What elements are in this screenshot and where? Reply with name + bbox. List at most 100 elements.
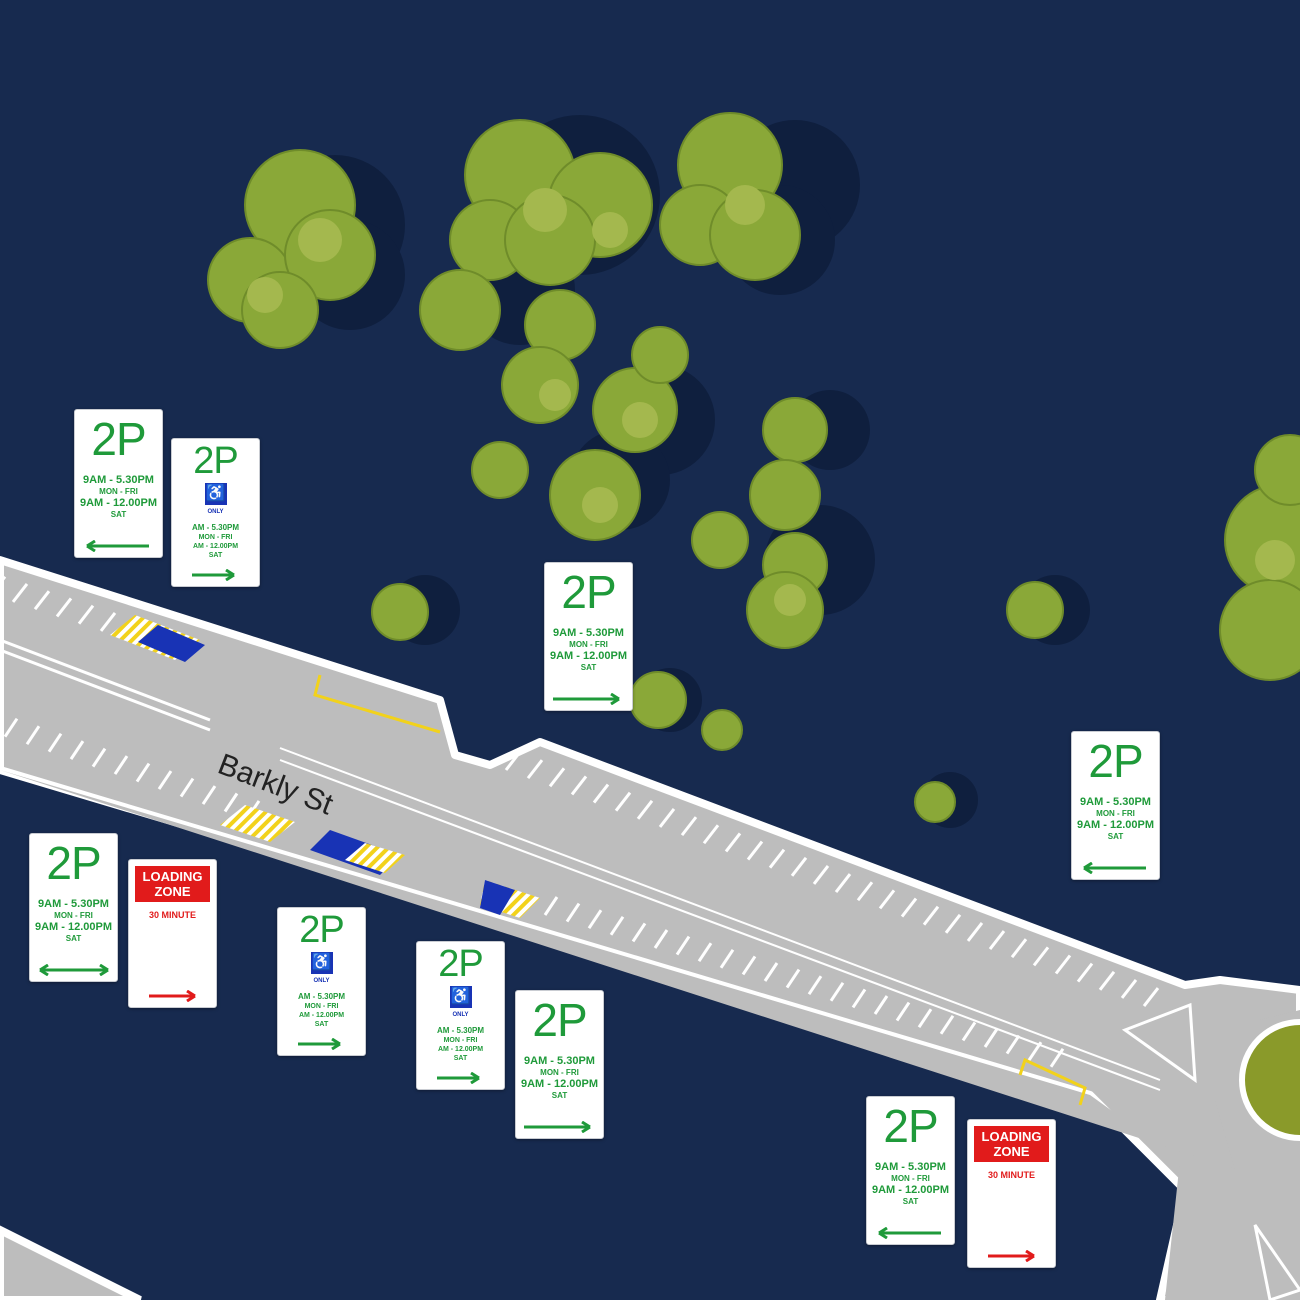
sign-days-saturday: SAT — [208, 552, 223, 559]
parking-bay-line — [69, 740, 85, 760]
arrow-right-icon — [524, 1121, 591, 1133]
sign-2p-text: 2P — [561, 566, 616, 618]
parking-sign-2p: 2P 9AM - 5.30PM MON - FRI 9AM - 12.00PM … — [29, 833, 118, 982]
parking-sign-2p: 2P 9AM - 5.30PM MON - FRI 9AM - 12.00PM … — [866, 1096, 955, 1245]
sign-days-saturday: SAT — [551, 1091, 568, 1100]
parking-bay-line — [961, 1021, 977, 1042]
parking-bay-line — [966, 922, 984, 942]
sign-time-weekday: 9AM - 5.30PM — [553, 627, 624, 639]
parking-bay-line — [99, 612, 117, 632]
parking-bay-line — [719, 948, 735, 969]
loading-zone-line2: ZONE — [154, 884, 191, 899]
arrow-right-icon — [192, 569, 235, 581]
loading-zone-line1: LOADING — [981, 1129, 1042, 1144]
parking-bay-line — [609, 915, 625, 936]
parking-sign-2p: 2P 9AM - 5.30PM MON - FRI 9AM - 12.00PM … — [515, 990, 604, 1139]
parking-bay-line — [878, 889, 896, 910]
parking-bay-line — [680, 816, 698, 837]
parking-bay-line — [543, 896, 559, 916]
parking-bay-line — [592, 783, 610, 804]
sign-time-saturday: AM - 12.00PM — [192, 543, 239, 550]
parking-bay-line — [658, 808, 676, 828]
parking-bay-line — [526, 759, 544, 780]
sign-days-saturday: SAT — [453, 1055, 468, 1062]
parking-bay-line — [0, 575, 7, 586]
parking-bay-line — [3, 717, 19, 738]
parking-bay-line — [179, 777, 195, 798]
disabled-parking-sign: 2P ♿ ONLY AM - 5.30PM MON - FRI AM - 12.… — [416, 941, 505, 1090]
parking-bay-line — [1027, 1041, 1043, 1062]
sign-days-saturday: SAT — [65, 934, 82, 943]
parking-bay-line — [697, 942, 713, 963]
arrow-left-icon — [878, 1227, 941, 1239]
parking-bay-line — [201, 785, 217, 805]
sign-days-weekday: MON - FRI — [540, 1068, 579, 1077]
barkly-st-road — [0, 556, 1300, 1300]
parking-bay-line — [790, 856, 808, 877]
parking-bay-line — [939, 1014, 955, 1035]
arrow-right-icon — [553, 693, 620, 705]
parking-bay-line — [763, 962, 779, 982]
loading-zone-duration: 30 MINUTE — [987, 1170, 1035, 1180]
parking-sign-2p: 2P 9AM - 5.30PM MON - FRI 9AM - 12.00PM … — [544, 562, 633, 711]
sign-time-weekday: 9AM - 5.30PM — [875, 1161, 946, 1173]
wheelchair-icon: ♿ — [204, 483, 227, 505]
parking-bay-line — [653, 929, 669, 949]
sign-2p-text: 2P — [91, 413, 146, 465]
parking-bay-line — [812, 865, 830, 885]
arrow-left-icon — [1083, 862, 1146, 874]
disabled-parking-sign: 2P ♿ ONLY AM - 5.30PM MON - FRI AM - 12.… — [277, 907, 366, 1056]
parking-bay-line — [829, 981, 845, 1002]
parking-bay-line — [1054, 954, 1072, 975]
sign-2p-text: 2P — [46, 837, 101, 889]
parking-bay-line — [917, 1008, 933, 1029]
sign-days-weekday: MON - FRI — [1096, 809, 1135, 818]
sign-days-saturday: SAT — [902, 1197, 919, 1206]
parking-bay-line — [113, 755, 129, 775]
sign-2p-text: 2P — [299, 909, 344, 951]
parking-bay-line — [983, 1028, 999, 1048]
sign-time-weekday: 9AM - 5.30PM — [524, 1055, 595, 1067]
sign-days-weekday: MON - FRI — [198, 534, 233, 541]
sign-2p-text: 2P — [883, 1100, 938, 1152]
disabled-parking-sign: 2P ♿ ONLY AM - 5.30PM MON - FRI AM - 12.… — [171, 438, 260, 587]
parking-bay-line — [724, 832, 742, 853]
parking-bay-line — [548, 767, 566, 788]
sign-days-saturday: SAT — [110, 510, 127, 519]
sign-time-saturday: 9AM - 12.00PM — [520, 1078, 599, 1090]
sign-time-saturday: 9AM - 12.00PM — [871, 1184, 950, 1196]
parking-bay-line — [33, 590, 51, 611]
parking-bay-line — [807, 975, 823, 996]
sign-days-saturday: SAT — [1107, 832, 1124, 841]
parking-bay-line — [834, 873, 852, 894]
parking-bay-line — [636, 799, 654, 820]
loading-zone-line1: LOADING — [142, 869, 203, 884]
arrow-left-icon — [86, 540, 149, 552]
parking-bay-line — [223, 792, 239, 813]
sign-days-weekday: MON - FRI — [54, 911, 93, 920]
sign-days-saturday: SAT — [580, 663, 597, 672]
sign-time-saturday: 9AM - 12.00PM — [79, 497, 158, 509]
parking-bay-line — [1142, 987, 1160, 1007]
parking-bay-line — [873, 995, 889, 1015]
parking-bay-line — [1049, 1047, 1065, 1068]
sign-time-saturday: AM - 12.00PM — [298, 1012, 345, 1019]
parking-bay-line — [77, 604, 95, 625]
trees — [207, 112, 1300, 823]
arrow-right-icon — [988, 1250, 1035, 1262]
parking-bay-line — [47, 732, 63, 753]
parking-bay-line — [1032, 946, 1050, 967]
sign-days-weekday: MON - FRI — [569, 640, 608, 649]
parking-bay-line — [900, 897, 918, 918]
parking-bay-line — [851, 988, 867, 1009]
parking-bay-line — [135, 762, 151, 783]
parking-bay-line — [587, 909, 603, 930]
parking-bay-line — [1120, 978, 1138, 999]
parking-bay-line — [614, 791, 632, 812]
sign-only-text: ONLY — [452, 1012, 469, 1018]
parking-bay-line — [988, 930, 1006, 951]
sign-days-saturday: SAT — [314, 1021, 329, 1028]
parking-bay-line — [504, 751, 522, 771]
roundabout-island — [1239, 1019, 1300, 1141]
sign-days-weekday: MON - FRI — [304, 1003, 339, 1010]
